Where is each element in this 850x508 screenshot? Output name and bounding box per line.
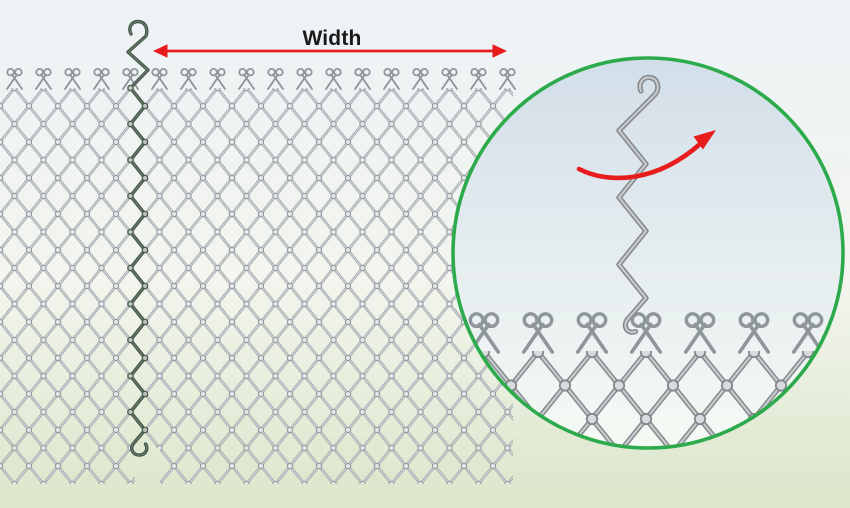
strand-knot xyxy=(141,318,149,326)
strand-knot xyxy=(127,372,134,380)
width-label: Width xyxy=(302,27,361,50)
width-arrow-left-head xyxy=(153,44,168,58)
chain-link-fence xyxy=(0,19,516,484)
strand-knot xyxy=(141,282,149,290)
width-arrow xyxy=(153,44,507,58)
inset-strand-wire xyxy=(616,74,661,335)
rotation-arrow-head xyxy=(693,130,716,150)
strand-knot xyxy=(127,264,134,272)
width-arrow-right-head xyxy=(492,44,507,58)
strand-knot xyxy=(141,102,149,110)
strand-wire-highlight xyxy=(127,20,149,456)
strand-knots xyxy=(127,84,149,434)
highlighted-strand xyxy=(126,19,150,457)
strand-knot xyxy=(141,354,149,362)
strand-knot xyxy=(127,228,134,236)
strand-knot xyxy=(127,156,134,164)
strand-knot xyxy=(127,120,134,128)
strand-knot xyxy=(127,336,134,344)
strand-knot xyxy=(141,174,149,182)
detail-circle-inset xyxy=(451,56,845,450)
strand-knot xyxy=(141,390,149,398)
fence-mesh xyxy=(0,88,513,484)
strand-knot xyxy=(141,426,149,434)
strand-knot xyxy=(141,246,149,254)
detail-circle-border xyxy=(451,56,845,450)
strand-knot xyxy=(127,192,134,200)
rotation-arrow-icon xyxy=(576,130,716,181)
strand-knot xyxy=(127,84,134,92)
rotation-arrow-curve xyxy=(576,141,703,181)
inset-wire-highlight xyxy=(617,76,659,334)
strand-knot xyxy=(141,210,149,218)
strand-knot xyxy=(141,138,149,146)
strand-knot xyxy=(127,408,134,416)
strand-knot xyxy=(127,300,134,308)
